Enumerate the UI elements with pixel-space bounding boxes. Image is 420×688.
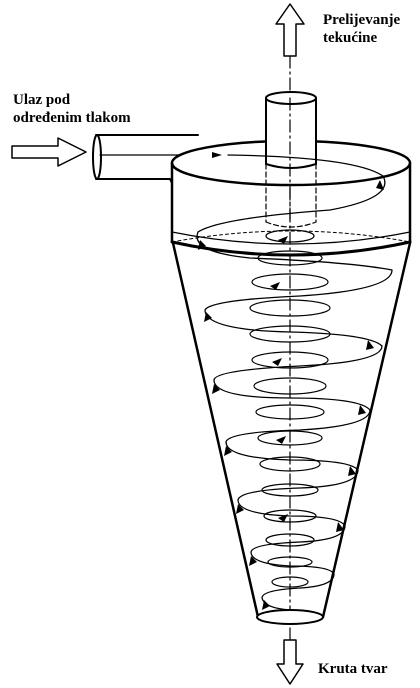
inlet-label: Ulaz pod određenim tlakom xyxy=(13,91,131,127)
underflow-arrow-icon xyxy=(276,639,304,685)
flow-direction-arrowheads xyxy=(198,152,384,610)
vortex-finder-tube xyxy=(265,91,317,228)
inner-spiral-flow xyxy=(249,229,331,588)
inlet-label-line2: određenim tlakom xyxy=(13,110,131,126)
inlet-arrow-icon xyxy=(11,137,87,167)
inlet-label-line1: Ulaz pod xyxy=(13,92,71,108)
overflow-label: Prelijevanje tekućine xyxy=(323,11,400,47)
overflow-label-line2: tekućine xyxy=(323,30,378,46)
underflow-label: Kruta tvar xyxy=(318,661,388,677)
overflow-label-line1: Prelijevanje xyxy=(323,12,401,28)
cone-body xyxy=(171,241,412,625)
outer-spiral-flow xyxy=(196,154,393,611)
overflow-arrow-icon xyxy=(275,3,305,57)
